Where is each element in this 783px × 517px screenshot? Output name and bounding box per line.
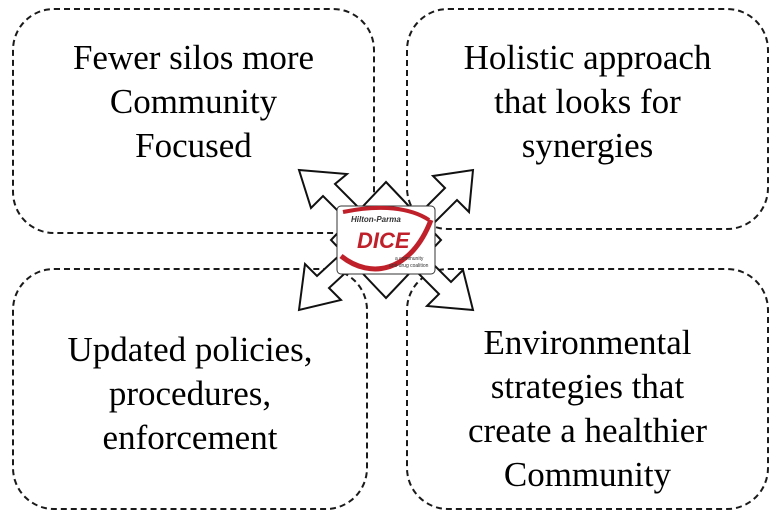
logo-line2: DICE <box>357 228 411 253</box>
center-hub: Hilton-Parma DICE a community anti-drug … <box>291 160 481 320</box>
logo-line1: Hilton-Parma <box>351 215 401 224</box>
quadrant-bottom-right-text: Environmental strategies that create a h… <box>468 323 707 494</box>
logo-line4: anti-drug coalition <box>389 263 429 269</box>
quadrant-top-right-text: Holistic approach that looks for synergi… <box>463 38 712 165</box>
quadrant-top-left-text: Fewer silos more Community Focused <box>72 38 315 165</box>
quadrant-top-right: Holistic approach that looks for synergi… <box>406 8 769 230</box>
quadrant-bottom-left: Updated policies, procedures, enforcemen… <box>12 268 368 510</box>
dice-logo: Hilton-Parma DICE a community anti-drug … <box>336 205 436 275</box>
logo-line3: a community <box>395 256 424 262</box>
quadrant-bottom-right: Environmental strategies that create a h… <box>406 268 769 510</box>
four-way-arrow-icon: Hilton-Parma DICE a community anti-drug … <box>297 168 475 312</box>
quadrant-top-left: Fewer silos more Community Focused <box>12 8 375 234</box>
quadrant-bottom-left-text: Updated policies, procedures, enforcemen… <box>67 330 313 457</box>
